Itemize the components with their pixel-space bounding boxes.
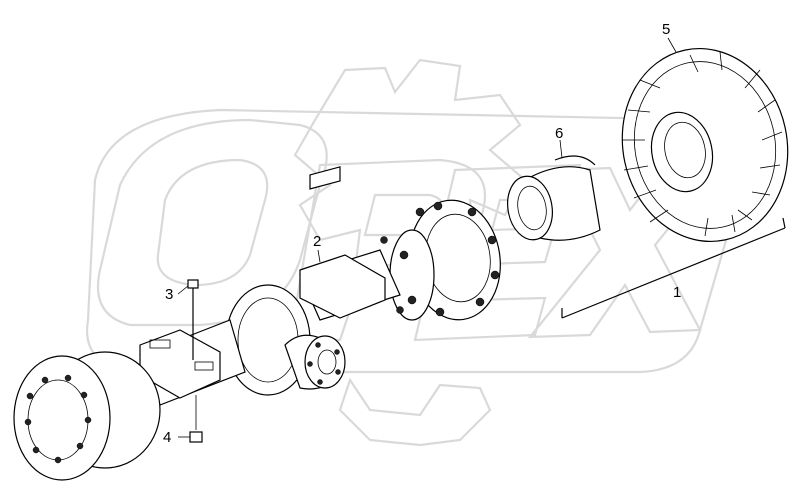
rim-ring xyxy=(507,155,601,241)
left-pad-slot-b xyxy=(194,361,214,371)
pinion-flange-hub xyxy=(317,349,337,375)
right-hub-assembly xyxy=(380,199,501,321)
callout-1: 1 xyxy=(673,284,681,301)
tyre-tread-inner xyxy=(633,61,777,229)
left-pad-slot-a xyxy=(149,339,171,349)
watermark-gear-outline xyxy=(293,58,527,277)
lock-nut xyxy=(189,395,203,443)
leader-2 xyxy=(317,249,321,263)
rim-inner-flange xyxy=(517,185,547,231)
callout-3: 3 xyxy=(165,286,173,303)
watermark-gear-lower xyxy=(338,377,492,447)
leader-3 xyxy=(177,285,189,295)
left-hub-assembly xyxy=(13,351,161,481)
tyre-rim-seat xyxy=(650,111,714,193)
rim-outer-flange xyxy=(507,175,553,241)
nut-body xyxy=(189,431,203,443)
tyre-rim-bore xyxy=(664,121,706,179)
tyre-assembly xyxy=(621,48,789,242)
callout-6: 6 xyxy=(555,125,563,142)
callout-5: 5 xyxy=(662,21,670,38)
right-pad-block xyxy=(309,166,341,190)
right-spring-pad xyxy=(299,254,386,319)
leader-5 xyxy=(667,37,677,53)
pinion-flange xyxy=(304,335,346,389)
right-hub-flange xyxy=(389,229,435,321)
bolt-head xyxy=(187,279,199,289)
leader-6 xyxy=(559,139,563,159)
right-hub-bolts xyxy=(380,201,500,317)
axle-housing xyxy=(139,166,401,406)
watermark-letter-o xyxy=(96,118,328,327)
bracket-1-bar xyxy=(561,227,786,319)
rim-lock-ring xyxy=(554,155,596,166)
pinion-flange-bolts xyxy=(307,342,341,385)
tyre-tread-lugs xyxy=(622,51,783,237)
bracket-1-end-right xyxy=(782,217,786,229)
leader-lines xyxy=(177,37,786,438)
callout-4: 4 xyxy=(163,429,171,446)
callout-2: 2 xyxy=(313,233,321,250)
left-hub-bolts xyxy=(24,374,92,464)
u-bolt xyxy=(187,279,199,360)
